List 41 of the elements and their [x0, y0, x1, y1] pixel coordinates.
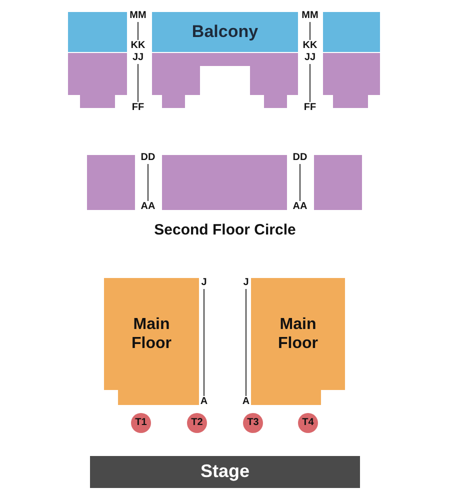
- row-label: A: [242, 397, 250, 407]
- seating-section: [87, 155, 135, 210]
- seating-section: [68, 53, 127, 108]
- row-label: FF: [304, 103, 316, 113]
- row-label: MM: [130, 11, 146, 21]
- table-circle: [131, 413, 151, 433]
- row-label: MM: [302, 11, 318, 21]
- stage: [90, 456, 360, 488]
- row-label: DD: [140, 153, 156, 163]
- seating-section: [314, 155, 362, 210]
- row-label: J: [201, 278, 207, 288]
- table-label: T1: [135, 417, 147, 429]
- table-circle: [298, 413, 318, 433]
- row-label: AA: [140, 202, 156, 212]
- table-label: T3: [247, 417, 259, 429]
- table-label: T4: [302, 417, 314, 429]
- table-circle: [243, 413, 263, 433]
- section-label: Main Floor: [277, 314, 319, 354]
- seating-section: [323, 53, 380, 108]
- seating-section: [152, 53, 298, 108]
- row-label: J: [243, 278, 249, 288]
- seating-section: [251, 278, 345, 405]
- row-label: A: [200, 397, 208, 407]
- seating-section: [152, 12, 298, 52]
- table-label: T2: [191, 417, 203, 429]
- table-circle: [187, 413, 207, 433]
- row-label: KK: [302, 41, 318, 51]
- row-label: FF: [132, 103, 144, 113]
- row-label: DD: [292, 153, 308, 163]
- section-heading: Second Floor Circle: [154, 222, 296, 238]
- section-label: Balcony: [192, 22, 258, 42]
- seating-section: [104, 278, 199, 405]
- seating-section: [68, 12, 127, 52]
- row-label: AA: [292, 202, 308, 212]
- row-label: KK: [130, 41, 146, 51]
- seating-section: [162, 155, 287, 210]
- row-label: JJ: [304, 53, 316, 63]
- section-label: Main Floor: [130, 314, 172, 354]
- row-label: JJ: [132, 53, 144, 63]
- stage-label: Stage: [200, 461, 250, 483]
- seating-section: [323, 12, 380, 52]
